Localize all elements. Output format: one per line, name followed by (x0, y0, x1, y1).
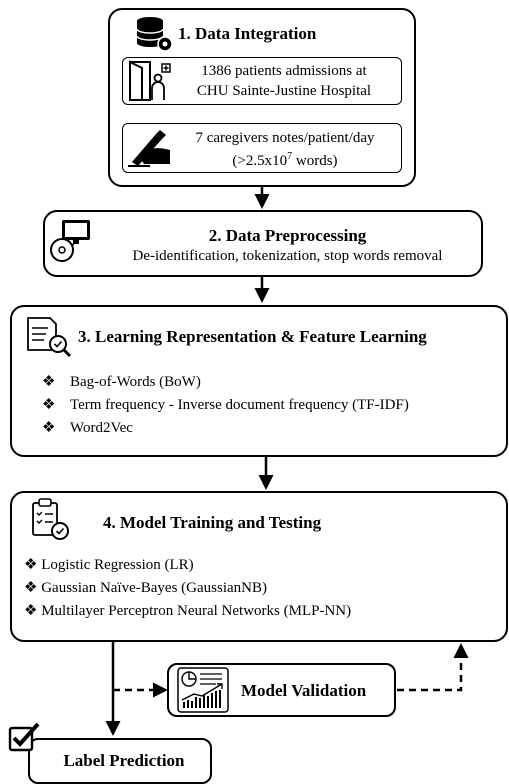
step-2-subtitle: De-identification, tokenization, stop wo… (132, 248, 443, 264)
step-4-item-3: ❖ Multilayer Perceptron Neural Networks … (24, 601, 351, 620)
bullet-icon: ❖ (24, 557, 38, 573)
bullet-icon: ❖ (42, 397, 56, 413)
step-1-sub-1-box (122, 57, 402, 105)
monitor-disk-icon (50, 220, 90, 262)
bullet-icon: ❖ (42, 420, 56, 436)
step-1-sub-2-line-1: 7 caregivers notes/patient/day (195, 130, 375, 146)
arrow-validation-to-4 (397, 643, 469, 692)
step-1-title: 1. Data Integration (178, 24, 317, 43)
words-count-exponent: 7 (287, 151, 293, 162)
step-3-title: 3. Learning Representation & Feature Lea… (78, 327, 427, 346)
step-1-sub-2-line-2: (>2.5x107 words) (170, 151, 400, 170)
database-gear-icon (136, 17, 173, 52)
step-4-item-1-label: Logistic Regression (LR) (41, 557, 194, 573)
step-3-item-3: ❖ Word2Vec (42, 418, 133, 437)
label-prediction-title: Label Prediction (63, 751, 185, 770)
hand-writing-icon (128, 130, 170, 167)
step-3-item-1-label: Bag-of-Words (BoW) (70, 374, 201, 390)
step-3-item-1: ❖ Bag-of-Words (BoW) (42, 372, 201, 391)
words-count-suffix: words) (292, 153, 338, 169)
step-4-item-2-label: Gaussian Naïve-Bayes (GaussianNB) (41, 580, 267, 596)
hospital-door-patient-icon (129, 60, 171, 101)
bullet-icon: ❖ (24, 603, 38, 619)
step-3-item-2-label: Term frequency - Inverse document freque… (70, 397, 409, 413)
step-4-box (10, 491, 508, 642)
step-4-title: 4. Model Training and Testing (103, 513, 322, 532)
step-3-item-2: ❖ Term frequency - Inverse document frequ… (42, 395, 409, 414)
words-count-prefix: (>2.5x10 (232, 153, 288, 169)
step-1-sub-1-line-1: 1386 patients admissions at (201, 63, 367, 79)
checkbox-icon (8, 722, 40, 752)
step-4-item-1: ❖ Logistic Regression (LR) (24, 555, 194, 574)
bullet-icon: ❖ (24, 580, 38, 596)
bullet-icon: ❖ (42, 374, 56, 390)
chart-report-icon (177, 667, 229, 713)
step-2-box (43, 210, 483, 277)
document-search-icon (27, 317, 72, 358)
step-1-sub-2-box (122, 123, 402, 173)
model-validation-title: Model Validation (241, 681, 367, 700)
step-3-box (10, 305, 508, 457)
step-2-title: 2. Data Preprocessing (208, 226, 367, 245)
step-4-item-2: ❖ Gaussian Naïve-Bayes (GaussianNB) (24, 578, 267, 597)
clipboard-check-icon (32, 498, 69, 540)
step-1-sub-1-line-2: CHU Sainte-Justine Hospital (196, 83, 372, 99)
step-4-item-3-label: Multilayer Perceptron Neural Networks (M… (41, 603, 352, 619)
step-3-item-3-label: Word2Vec (70, 420, 133, 436)
